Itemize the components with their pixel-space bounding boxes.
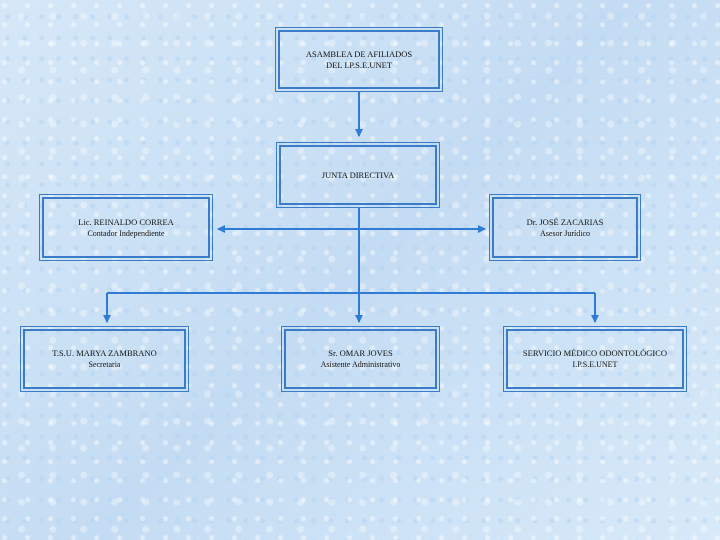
- node-joves-role: Asistente Administrativo: [320, 360, 401, 369]
- node-zacarias: Dr. JOSÉ ZACARIAS Asesor Jurídico: [489, 194, 641, 261]
- node-asamblea-title: ASAMBLEA DE AFILIADOS: [305, 48, 413, 59]
- node-servicio-name: SERVICIO MÉDICO ODONTOLÓGICO: [522, 348, 668, 358]
- node-correa: Lic. REINALDO CORREA Contador Independie…: [39, 194, 213, 261]
- node-zacarias-role: Asesor Jurídico: [540, 228, 590, 238]
- node-zambrano-role: Secretaria: [88, 360, 121, 369]
- node-correa-name: Lic. REINALDO CORREA: [78, 216, 174, 227]
- node-zacarias-name: Dr. JOSÉ ZACARIAS: [526, 216, 604, 227]
- node-asamblea-subtitle: DEL I.P.S.E.UNET: [325, 59, 393, 70]
- node-joves: Sr. OMAR JOVES Asistente Administrativo: [281, 326, 440, 392]
- node-servicio: SERVICIO MÉDICO ODONTOLÓGICO I.P.S.E.UNE…: [503, 326, 687, 392]
- node-servicio-unit: I.P.S.E.UNET: [572, 360, 618, 369]
- node-joves-name: Sr. OMAR JOVES: [328, 348, 393, 358]
- node-junta: JUNTA DIRECTIVA: [276, 142, 440, 208]
- node-asamblea: ASAMBLEA DE AFILIADOS DEL I.P.S.E.UNET: [275, 27, 443, 92]
- node-zambrano: T.S.U. MARYA ZAMBRANO Secretaria: [20, 326, 189, 392]
- node-zambrano-name: T.S.U. MARYA ZAMBRANO: [52, 348, 157, 358]
- node-correa-role: Contador Independiente: [87, 228, 165, 238]
- node-junta-title: JUNTA DIRECTIVA: [321, 169, 395, 180]
